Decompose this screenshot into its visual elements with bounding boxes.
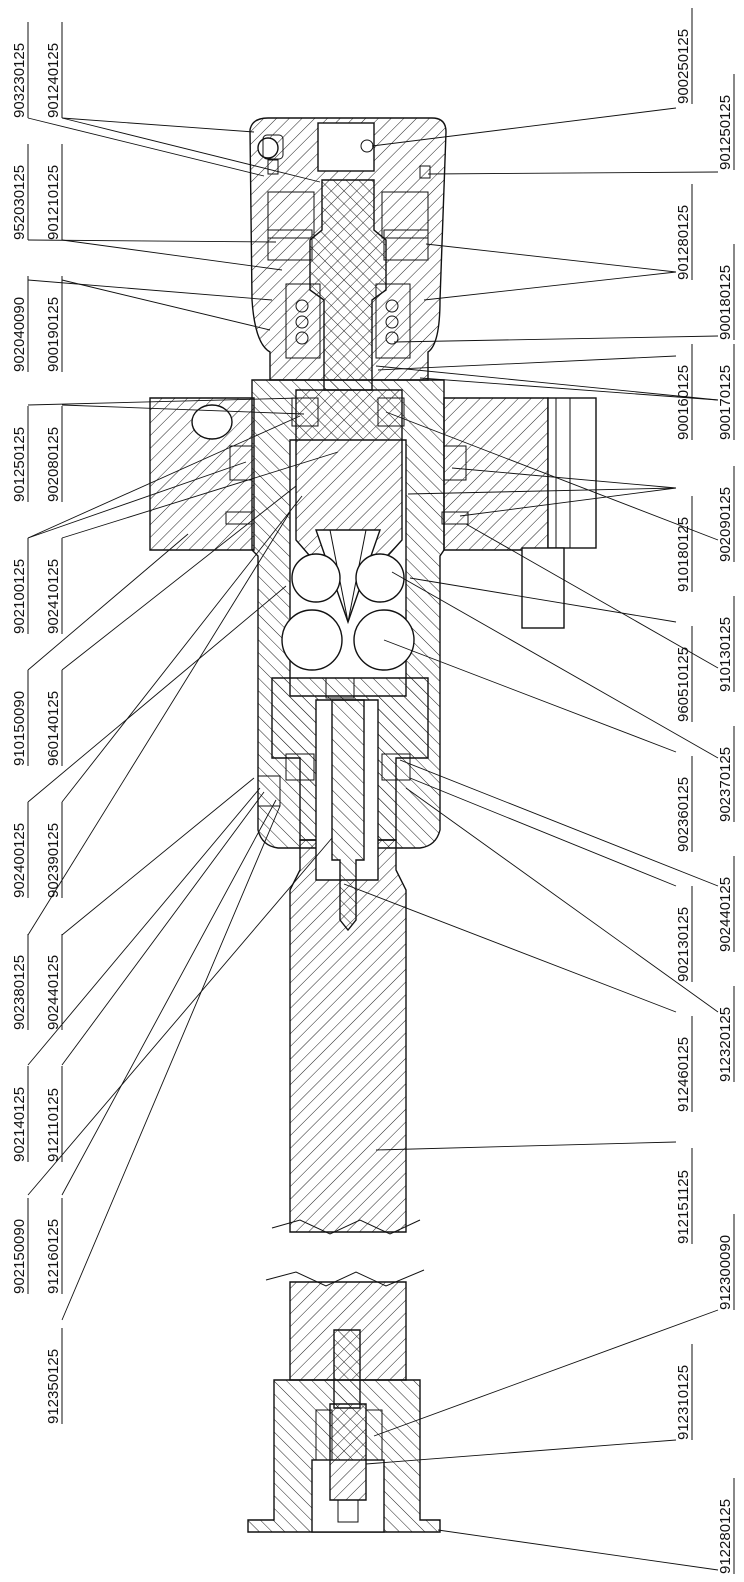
left-labels: 903230125 901240125 952030125 901210125 … bbox=[11, 22, 63, 1424]
part-label: 912320125 bbox=[717, 1007, 734, 1082]
part-label: 912151125 bbox=[675, 1170, 692, 1244]
part-label: 902080125 bbox=[45, 427, 62, 502]
part-label: 910180125 bbox=[675, 517, 692, 592]
right-labels: 900250125 901250125 901280125 900180125 … bbox=[675, 8, 735, 1574]
part-label: 912350125 bbox=[45, 1349, 62, 1424]
roller-upper-left bbox=[291, 553, 341, 603]
part-label: 912160125 bbox=[45, 1219, 62, 1294]
part-label: 900250125 bbox=[675, 29, 692, 104]
side-pin bbox=[257, 137, 279, 159]
top-cavity bbox=[317, 122, 375, 172]
part-label: 960140125 bbox=[45, 691, 62, 766]
part-label: 902140125 bbox=[11, 1087, 28, 1162]
part-label: 901210125 bbox=[45, 165, 62, 240]
upper-bearings bbox=[267, 159, 431, 359]
part-label: 902100125 bbox=[11, 559, 28, 634]
part-label: 902040090 bbox=[11, 297, 28, 372]
part-label: 902150090 bbox=[11, 1219, 28, 1294]
part-label: 900160125 bbox=[675, 365, 692, 440]
part-label: 912460125 bbox=[675, 1037, 692, 1112]
assembly-body bbox=[149, 117, 597, 1533]
part-label: 902090125 bbox=[717, 487, 734, 562]
part-label: 902400125 bbox=[11, 823, 28, 898]
flange-lug bbox=[547, 397, 597, 549]
part-label: 912280125 bbox=[717, 1499, 734, 1574]
part-label: 902410125 bbox=[45, 559, 62, 634]
long-rod bbox=[289, 839, 407, 1233]
part-label: 902440125 bbox=[45, 955, 62, 1030]
part-label: 902390125 bbox=[45, 823, 62, 898]
part-label: 912300090 bbox=[717, 1235, 734, 1310]
part-label: 902130125 bbox=[675, 907, 692, 982]
part-label: 952030125 bbox=[11, 165, 28, 240]
part-label: 902360125 bbox=[675, 777, 692, 852]
center-pin bbox=[331, 699, 365, 932]
roller-lower-left bbox=[281, 609, 343, 671]
leader-lines bbox=[27, 107, 719, 1571]
part-label: 901240125 bbox=[45, 43, 62, 118]
part-label: 900180125 bbox=[717, 265, 734, 340]
part-label: 912310125 bbox=[675, 1365, 692, 1440]
part-label: 901250125 bbox=[717, 95, 734, 170]
part-label: 900190125 bbox=[45, 297, 62, 372]
roller-upper-right bbox=[355, 553, 405, 603]
part-label: 912110125 bbox=[45, 1088, 62, 1162]
part-label: 901250125 bbox=[11, 427, 28, 502]
part-label: 902440125 bbox=[717, 877, 734, 952]
part-label: 901280125 bbox=[675, 205, 692, 280]
part-label: 960510125 bbox=[675, 647, 692, 722]
flange-hole bbox=[191, 404, 233, 440]
part-label: 900170125 bbox=[717, 365, 734, 440]
part-label: 902380125 bbox=[11, 955, 28, 1030]
part-label: 910130125 bbox=[717, 617, 734, 692]
part-label: 910150090 bbox=[11, 691, 28, 766]
part-label: 902370125 bbox=[717, 747, 734, 822]
part-label: 903230125 bbox=[11, 43, 28, 118]
